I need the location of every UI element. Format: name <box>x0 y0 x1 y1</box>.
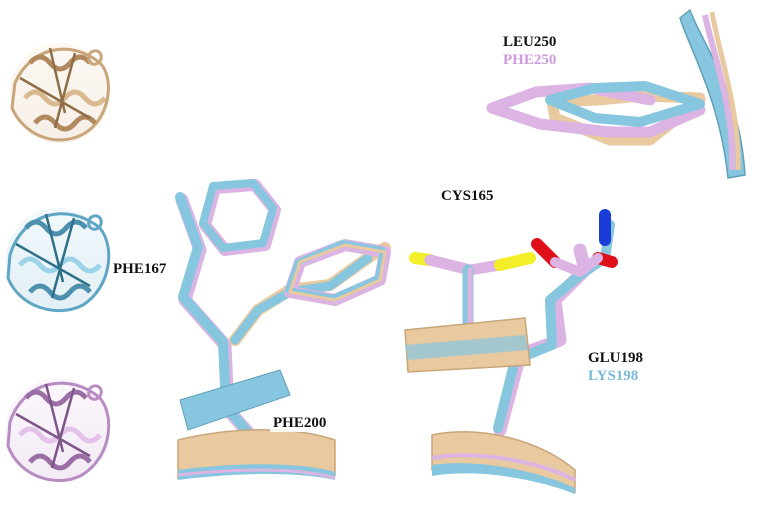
label-cys165: CYS165 <box>438 188 497 205</box>
label-phe250: PHE250 <box>500 52 560 69</box>
label-glu198: GLU198 <box>585 350 647 367</box>
blue-ribbon-structure <box>6 208 111 313</box>
cys165-glu198-ribbons <box>404 317 576 494</box>
pink-ribbon-structure <box>6 378 111 483</box>
phe167-phe200-ribbons <box>177 369 336 480</box>
label-phe167: PHE167 <box>110 261 170 278</box>
cys165-glu198-lys198-residue <box>409 209 618 437</box>
label-leu250: LEU250 <box>500 34 560 51</box>
leu250-phe250-residue <box>486 8 746 179</box>
wheat-ribbon-structure <box>10 43 110 143</box>
label-phe200: PHE200 <box>270 415 330 432</box>
label-lys198: LYS198 <box>585 368 642 385</box>
